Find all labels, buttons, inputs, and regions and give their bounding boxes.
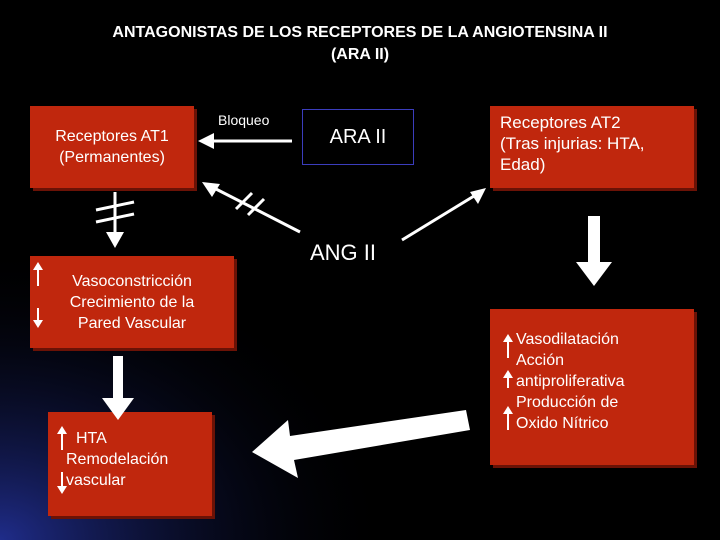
vaso-to-hta-arrow [102,356,134,420]
hta-line-3: vascular [66,472,126,489]
at1-line-2: (Permanentes) [59,149,165,166]
hta-line-1: HTA [76,430,107,447]
vasodil-line-4: Producción de [516,394,619,411]
vasodil-line-2: Acción [516,352,565,369]
vaso-line-2: Crecimiento de la [69,293,195,311]
ara2-box: ARA II [302,109,414,165]
vaso-up-arrow-icon [33,262,43,286]
vasodil-up-arrow-icon-2 [503,370,513,388]
ara2-label: ARA II [329,125,387,148]
hta-down-arrow-icon [57,472,67,494]
title-line-2: (ARA II) [330,46,390,63]
at1-to-vaso-arrow [95,192,135,248]
title-line-1: ANTAGONISTAS DE LOS RECEPTORES DE LA ANG… [112,24,608,41]
vasodil-to-hta-arrow [252,410,470,478]
at2-line-2: (Tras injurias: HTA, [500,134,645,153]
blockade-label: Bloqueo [218,112,270,128]
blockade-arrow [198,133,292,149]
blocked-ang-to-at1-arrow [202,182,301,234]
at1-line-1: Receptores AT1 [55,128,169,145]
vaso-line-3: Pared Vascular [77,314,187,332]
vasodil-line-5: Oxido Nítrico [516,415,609,432]
at2-receptors-box: Receptores AT2 (Tras injurias: HTA, Edad… [490,106,694,188]
hta-remodeling-box: HTA Remodelación vascular [48,412,212,516]
vaso-down-arrow-icon [33,308,43,328]
ang-to-at2-arrow [401,188,486,242]
vasodil-line-1: Vasodilatación [516,331,619,348]
vaso-line-1: Vasoconstricción [72,272,192,290]
vasodil-line-3: antiproliferativa [516,373,625,390]
angiotensin-ii-label: ANG II [310,240,377,265]
hta-line-2: Remodelación [66,451,169,468]
slide-title: ANTAGONISTAS DE LOS RECEPTORES DE LA ANG… [20,22,700,66]
vasodil-up-arrow-icon-1 [503,334,513,358]
hta-up-arrow-icon [57,426,67,450]
vasodil-up-arrow-icon-3 [503,406,513,430]
vasoconstriction-box: Vasoconstricción Crecimiento de la Pared… [30,256,234,348]
vasodilation-box: Vasodilatación Acción antiproliferativa … [490,309,694,465]
at1-receptors-box: Receptores AT1 (Permanentes) [30,106,194,188]
at2-to-vasodil-arrow [576,216,612,286]
at2-line-3: Edad) [500,155,546,174]
at2-line-1: Receptores AT2 [500,113,621,132]
